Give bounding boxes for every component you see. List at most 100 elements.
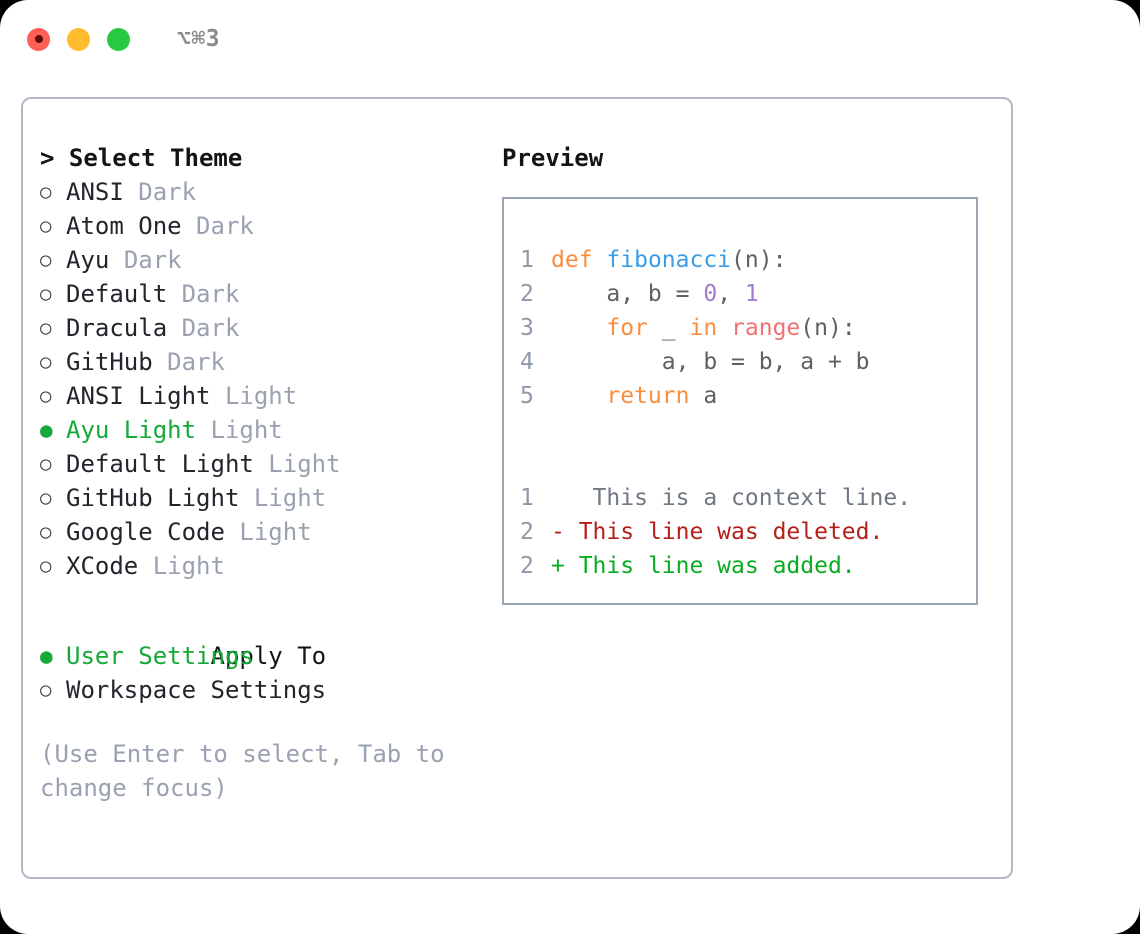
line-number: 2 <box>520 281 534 307</box>
hint-gap <box>40 707 480 737</box>
code-token: def <box>551 247 593 273</box>
theme-option-kind: Light <box>224 382 298 410</box>
radio-off-icon: ○ <box>40 249 52 271</box>
diff-line-deleted: 2 - This line was deleted. <box>520 515 976 549</box>
apply-to-option-list: ● User Settings ○ Workspace Settings <box>40 639 480 707</box>
code-token: in <box>689 315 718 341</box>
line-number: 1 <box>520 247 534 273</box>
apply-to-workspace-settings[interactable]: ○ Workspace Settings <box>40 673 480 707</box>
theme-option-kind: Dark <box>181 280 240 308</box>
apply-to-label: User Settings <box>66 642 254 670</box>
code-token: (n): <box>800 315 856 341</box>
title-bar: ⌥⌘3 <box>0 0 1140 78</box>
theme-option-label: Ayu <box>66 246 110 274</box>
code-token: , <box>717 281 745 307</box>
close-window-icon[interactable] <box>27 27 50 51</box>
theme-list-column: > Select Theme ○ ANSI Dark ○ Atom One Da… <box>40 141 480 805</box>
theme-option-kind: Dark <box>123 246 182 274</box>
keyboard-shortcut-label: ⌥⌘3 <box>177 26 221 52</box>
line-number: 4 <box>520 349 534 375</box>
code-blank-line <box>520 447 976 481</box>
theme-option-github-light[interactable]: ○ GitHub Light Light <box>40 481 480 515</box>
radio-off-icon: ○ <box>40 385 52 407</box>
code-blank-line <box>520 413 976 447</box>
theme-option-kind: Light <box>152 552 225 580</box>
theme-option-label: GitHub <box>66 348 153 376</box>
maximize-window-icon[interactable] <box>107 27 130 51</box>
theme-settings-panel: > Select Theme ○ ANSI Dark ○ Atom One Da… <box>21 97 1013 879</box>
preview-column: Preview 1 def fibonacci(n): 2 a, b = 0, … <box>502 141 992 605</box>
radio-off-icon: ○ <box>40 317 52 339</box>
diff-marker: - <box>551 519 565 545</box>
code-token: for <box>606 315 648 341</box>
code-token: _ <box>647 315 690 341</box>
theme-option-label: GitHub Light <box>66 484 240 512</box>
list-gap <box>40 583 480 605</box>
theme-option-ayu-light[interactable]: ● Ayu Light Light <box>40 413 480 447</box>
theme-option-xcode[interactable]: ○ XCode Light <box>40 549 480 583</box>
code-token: a, b = <box>551 281 704 307</box>
theme-option-kind: Light <box>210 416 283 444</box>
code-line: 5 return a <box>520 379 976 413</box>
line-number: 5 <box>520 383 534 409</box>
radio-off-icon: ○ <box>40 679 52 701</box>
diff-text: This line was deleted. <box>564 519 884 545</box>
line-number: 1 <box>520 485 534 511</box>
theme-option-kind: Light <box>239 518 312 546</box>
radio-off-icon: ○ <box>40 453 52 475</box>
theme-option-kind: Light <box>253 484 327 512</box>
theme-option-list: ○ ANSI Dark ○ Atom One Dark ○ Ayu <box>40 175 480 583</box>
code-line: 3 for _ in range(n): <box>520 311 976 345</box>
code-line: 4 a, b = b, a + b <box>520 345 976 379</box>
apply-to-user-settings[interactable]: ● User Settings <box>40 639 480 673</box>
theme-option-kind: Dark <box>138 178 197 206</box>
theme-option-label: Ayu Light <box>66 416 197 444</box>
theme-option-default-light[interactable]: ○ Default Light Light <box>40 447 480 481</box>
theme-option-kind: Light <box>268 450 341 478</box>
radio-off-icon: ○ <box>40 555 52 577</box>
theme-option-dracula-dark[interactable]: ○ Dracula Dark <box>40 311 480 345</box>
radio-off-icon: ○ <box>40 283 52 305</box>
code-token: a, b = b, a + b <box>551 349 870 375</box>
theme-preview-box: 1 def fibonacci(n): 2 a, b = 0, 1 3 for … <box>502 197 978 605</box>
line-number: 2 <box>520 553 534 579</box>
theme-option-ayu-dark[interactable]: ○ Ayu Dark <box>40 243 480 277</box>
theme-option-kind: Dark <box>181 314 240 342</box>
diff-line-added: 2 + This line was added. <box>520 549 976 583</box>
radio-off-icon: ○ <box>40 215 52 237</box>
theme-option-label: Google Code <box>66 518 225 546</box>
theme-option-default-dark[interactable]: ○ Default Dark <box>40 277 480 311</box>
radio-off-icon: ○ <box>40 521 52 543</box>
radio-on-icon: ● <box>40 644 53 668</box>
theme-option-ansi-dark[interactable]: ○ ANSI Dark <box>40 175 480 209</box>
code-line: 2 a, b = 0, 1 <box>520 277 976 311</box>
code-token: a <box>689 383 718 409</box>
code-token <box>551 315 606 341</box>
theme-option-label: Default <box>66 280 168 308</box>
theme-option-google-code[interactable]: ○ Google Code Light <box>40 515 480 549</box>
window-controls <box>27 27 130 51</box>
select-theme-heading: > Select Theme <box>40 144 243 172</box>
theme-option-label: Default Light <box>66 450 254 478</box>
theme-option-github-dark[interactable]: ○ GitHub Dark <box>40 345 480 379</box>
code-token: fibonacci <box>606 247 732 273</box>
minimize-window-icon[interactable] <box>67 27 90 51</box>
code-token <box>593 247 607 273</box>
line-number: 2 <box>520 519 534 545</box>
keyboard-hint-text: (Use Enter to select, Tab to change focu… <box>40 740 445 802</box>
theme-option-kind: Dark <box>196 212 254 240</box>
code-token: return <box>606 383 690 409</box>
theme-option-ansi-light[interactable]: ○ ANSI Light Light <box>40 379 480 413</box>
code-line: 1 def fibonacci(n): <box>520 243 976 277</box>
code-token: (n): <box>731 247 787 273</box>
apply-to-heading: Apply To <box>210 642 327 670</box>
code-token: 0 <box>703 281 718 307</box>
radio-off-icon: ○ <box>40 487 52 509</box>
diff-text: This line was added. <box>564 553 856 579</box>
theme-option-label: Atom One <box>66 212 182 240</box>
theme-option-atom-one-dark[interactable]: ○ Atom One Dark <box>40 209 480 243</box>
theme-option-label: ANSI Light <box>66 382 211 410</box>
code-token: range <box>731 315 801 341</box>
diff-marker: + <box>551 553 565 579</box>
